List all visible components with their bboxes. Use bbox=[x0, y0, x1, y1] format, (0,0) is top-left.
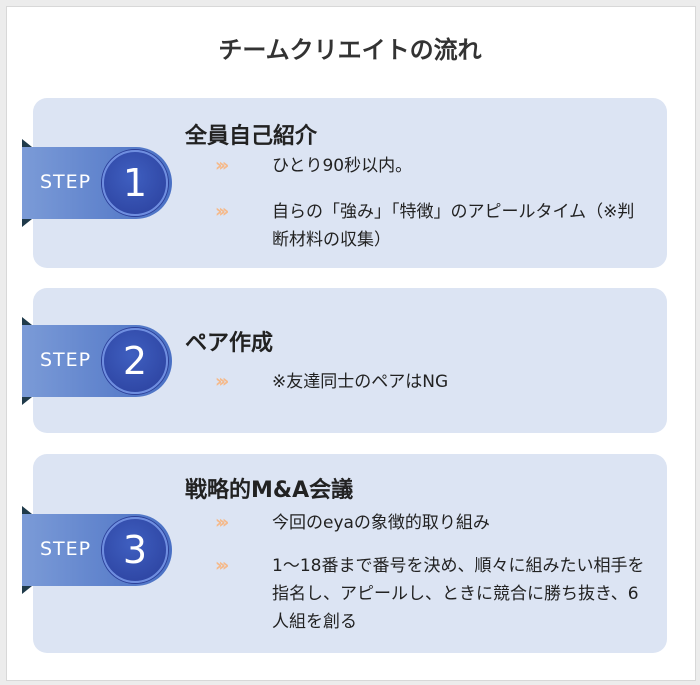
step-number: 1 bbox=[102, 150, 168, 216]
step-heading: 戦略的M&A会議 bbox=[185, 478, 354, 503]
list-item: ›››自らの「強み」「特徴」のアピールタイム（※判断材料の収集） bbox=[215, 198, 642, 254]
chevron-icon: ››› bbox=[215, 201, 229, 222]
step-label: STEP bbox=[40, 171, 92, 193]
step-number: 2 bbox=[102, 328, 168, 394]
step-badge-3: STEP 3 bbox=[22, 506, 172, 594]
step-badge-2: STEP 2 bbox=[22, 317, 172, 405]
step-number: 3 bbox=[102, 517, 168, 583]
chevron-icon: ››› bbox=[215, 512, 229, 533]
chevron-icon: ››› bbox=[215, 371, 229, 392]
list-item: ›››1〜18番まで番号を決め、順々に組みたい相手を指名し、アピールし、ときに競… bbox=[215, 552, 647, 636]
chevron-icon: ››› bbox=[215, 155, 229, 176]
step-label: STEP bbox=[40, 349, 92, 371]
chevron-icon: ››› bbox=[215, 555, 229, 576]
step-label: STEP bbox=[40, 538, 92, 560]
list-item: ›››今回のeyaの象徴的取り組み bbox=[215, 509, 652, 537]
step-heading: 全員自己紹介 bbox=[185, 124, 318, 149]
step-heading: ペア作成 bbox=[185, 331, 274, 356]
list-item: ›››※友達同士のペアはNG bbox=[215, 368, 652, 396]
step-badge-1: STEP 1 bbox=[22, 139, 172, 227]
page-title: チームクリエイトの流れ bbox=[218, 36, 482, 64]
list-item: ›››ひとり90秒以内。 bbox=[215, 152, 652, 180]
